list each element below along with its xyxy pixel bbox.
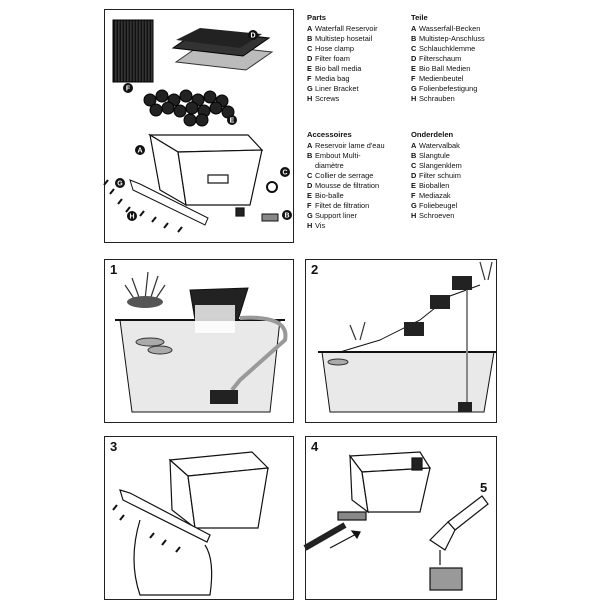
liner-bracket-G bbox=[129, 179, 209, 226]
callout-A: A bbox=[137, 148, 142, 155]
legend-item: Mousse de filtration bbox=[315, 181, 380, 190]
legend-item: Folienbefestigung bbox=[419, 84, 478, 93]
legend-item: Schrauben bbox=[419, 94, 455, 103]
legend-item: Hose clamp bbox=[315, 44, 355, 53]
legend-heading: Parts bbox=[307, 13, 326, 22]
legend-item: Bio ball media bbox=[315, 64, 362, 73]
legend-item: Medienbeutel bbox=[419, 74, 464, 83]
callout-F: F bbox=[126, 86, 131, 93]
legend-item: Screws bbox=[315, 94, 340, 103]
legend-item: Media bag bbox=[315, 74, 350, 83]
callout-C: C bbox=[282, 170, 287, 177]
hose-clamp-C bbox=[266, 181, 278, 193]
hosetail-B bbox=[261, 213, 279, 222]
filter-foam-D bbox=[171, 28, 274, 71]
legend-item: Vis bbox=[315, 221, 326, 230]
step-number-1: 1 bbox=[110, 262, 118, 277]
step-4-illustration bbox=[303, 451, 489, 591]
callout-D: D bbox=[250, 33, 255, 40]
legend-item: Bio-balle bbox=[315, 191, 344, 200]
callout-B: B bbox=[284, 213, 289, 220]
step-number-3: 3 bbox=[110, 439, 118, 454]
step-3-illustration bbox=[112, 451, 270, 596]
step-2-illustration bbox=[318, 261, 496, 413]
parts-callouts: D F E A C G B H bbox=[115, 30, 292, 221]
legend-item: Wasserfall-Becken bbox=[419, 24, 481, 33]
callout-G: G bbox=[117, 181, 123, 188]
legend-heading: Teile bbox=[411, 13, 428, 22]
legend-item: Watervalbak bbox=[419, 141, 460, 150]
legend-item: Collier de serrage bbox=[315, 171, 374, 180]
legend-item: Support liner bbox=[315, 211, 357, 220]
legend-item: Schroeven bbox=[419, 211, 455, 220]
legend-item: Filter schuim bbox=[419, 171, 461, 180]
callout-E: E bbox=[230, 118, 235, 125]
legend-item: Waterfall Reservoir bbox=[315, 24, 378, 33]
waterfall-reservoir-A bbox=[147, 133, 264, 217]
legend-item: Bioballen bbox=[419, 181, 450, 190]
legend-item: Schlauchklemme bbox=[419, 44, 476, 53]
legend-item: Filtet de filtration bbox=[315, 201, 370, 210]
legend-item: Slangtule bbox=[419, 151, 450, 160]
step-number-4: 4 bbox=[311, 439, 319, 454]
legend-item: Multistep hosetail bbox=[315, 34, 373, 43]
legend-item: Reservoir lame d'eau bbox=[315, 141, 385, 150]
screws-H bbox=[103, 179, 183, 233]
media-bag-F bbox=[112, 19, 154, 83]
legend-item: Multistep-Anschluss bbox=[419, 34, 485, 43]
legend-item: Mediazak bbox=[419, 191, 451, 200]
legend-heading: Onderdelen bbox=[411, 130, 454, 139]
step-1-illustration bbox=[115, 271, 288, 413]
legend-item: Liner Bracket bbox=[315, 84, 359, 93]
step-number-5: 5 bbox=[480, 480, 488, 495]
legend-heading: Accessoires bbox=[307, 130, 352, 139]
legend-item: Filterschaum bbox=[419, 54, 462, 63]
callout-H: H bbox=[129, 214, 134, 221]
legend-item: Slangenklem bbox=[419, 161, 462, 170]
legend-item: Embout Multi- diamètre bbox=[315, 151, 361, 170]
bio-balls-E bbox=[143, 89, 235, 127]
legend-item: Filter foam bbox=[315, 54, 350, 63]
step-number-2: 2 bbox=[311, 262, 319, 277]
legend-item: Bio Ball Medien bbox=[419, 64, 471, 73]
legend-item: Foliebeugel bbox=[419, 201, 458, 210]
